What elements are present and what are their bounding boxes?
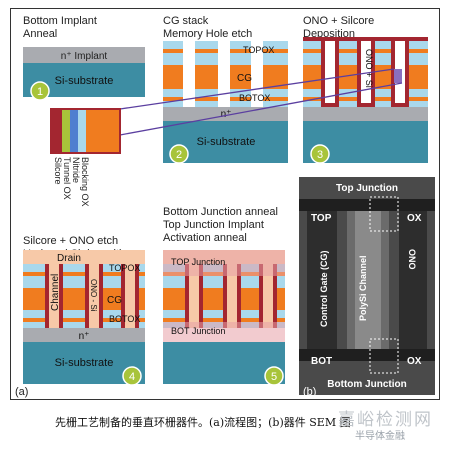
step5-title3: Activation anneal (163, 232, 247, 244)
bottom-junction-box (369, 338, 399, 374)
substrate-label-4: Si-substrate (55, 357, 114, 369)
substrate-label: Si-substrate (197, 136, 256, 148)
watermark-main: 嘉峪检测网 (338, 410, 433, 430)
step2-subtitle: Memory Hole etch (163, 28, 253, 40)
step4-title: Silcore + ONO etch (23, 235, 119, 247)
step4-diagram: Drain Channel ONO - Si TOPOX CG BOTOX n⁺… (23, 250, 145, 386)
implant-layer (23, 47, 145, 63)
panel-label-b: (b) (303, 386, 316, 398)
topox-label-4: TOPOX (109, 263, 140, 273)
figure-panel: Bottom Implant Anneal CG stack Memory Ho… (10, 8, 440, 400)
drain-layer (23, 250, 145, 264)
nplus-label: n⁺ (221, 109, 232, 120)
sem-bot-label: BOT (311, 356, 332, 367)
memory-hole-3 (251, 41, 263, 107)
substrate-label: Si-substrate (55, 75, 114, 87)
nplus-label-4: n⁺ (79, 331, 90, 342)
step3-title: ONO + Silcore (303, 15, 375, 27)
sem-top-junction: Top Junction (336, 183, 398, 194)
botox-label: BOTOX (239, 93, 270, 103)
step1-number-circle (30, 81, 50, 101)
memory-hole-2 (218, 41, 230, 107)
step5-number: 5 (271, 371, 277, 383)
top-junction-region (163, 250, 285, 276)
inset-blocking-ox (78, 110, 86, 152)
sem-control-gate: Control Gate (CG) (319, 251, 329, 328)
step4-number-circle (122, 366, 142, 386)
watermark-sub: 半导体金融 (355, 431, 405, 442)
nplus-layer (163, 107, 288, 121)
topox-label: TOPOX (243, 45, 274, 55)
drain-label: Drain (57, 253, 81, 264)
step5-diagram: TOP Junction BOT Junction 5 (163, 250, 285, 386)
bot-junction-label: BOT Junction (171, 326, 225, 336)
cg-label: CG (237, 73, 252, 84)
sem-ox-bot: OX (407, 356, 422, 367)
step3-diagram: ONO + Si 3 (303, 37, 428, 164)
step1-title: Bottom Implant (23, 15, 97, 27)
sem-polysi-channel: PolySi Channel (358, 255, 368, 321)
step5-number-circle (264, 366, 284, 386)
step1-number: 1 (37, 86, 43, 98)
top-junction-box (369, 196, 399, 232)
step1-subtitle: Anneal (23, 28, 58, 40)
step2-diagram: TOPOX CG BOTOX n⁺ Si-substrate 2 (163, 41, 288, 164)
inset-label-nitride: Nitride (71, 157, 81, 183)
bot-junction-region (163, 322, 285, 342)
top-junction-label: TOP Junction (171, 257, 225, 267)
cg-label-4: CG (107, 295, 122, 306)
sem-ox-top: OX (407, 213, 422, 224)
inset-label-blocking-ox: Blocking OX (80, 157, 90, 207)
step5-title1: Bottom Junction anneal (163, 206, 278, 218)
step5-title2: Top Junction Implant (163, 219, 264, 231)
step4-number: 4 (129, 371, 135, 383)
sem-image: Top Junction TOP OX Control Gate (CG) Po… (299, 177, 435, 395)
ono-si-label-4: ONO - Si (89, 279, 98, 312)
step3-number-circle (310, 144, 330, 164)
memory-hole-1 (183, 41, 195, 107)
inset-nitride (70, 110, 78, 152)
step2-number-circle (169, 144, 189, 164)
step3-number: 3 (317, 149, 323, 161)
inset-label-silcore: Silcore (53, 157, 63, 185)
botox-label-4: BOTOX (109, 314, 140, 324)
sem-bottom-junction: Bottom Junction (327, 379, 406, 390)
step2-number: 2 (176, 149, 182, 161)
step2-title: CG stack (163, 15, 209, 27)
sem-top-label: TOP (311, 213, 332, 224)
process-flow-diagram: n⁺ Implant Si-substrate 1 TOPOX CG BOTOX… (15, 37, 435, 398)
inset-tunnel-ox (62, 110, 70, 152)
inset-silcore (52, 110, 62, 152)
ono-zoom-inset: Silcore Tunnel OX Nitride Blocking OX (50, 68, 403, 207)
sem-ono: ONO (407, 249, 417, 270)
ono-si-label: ONO + Si (364, 49, 374, 88)
panel-label-a: (a) (15, 386, 28, 398)
inset-label-tunnel-ox: Tunnel OX (62, 157, 72, 200)
channel-label: Channel (50, 274, 61, 311)
step1-diagram: n⁺ Implant Si-substrate 1 (23, 47, 145, 101)
figure-caption: 先栅工艺制备的垂直环栅器件。(a)流程图；(b)器件 SEM 图 (55, 416, 351, 429)
implant-label: n⁺ Implant (61, 51, 108, 62)
